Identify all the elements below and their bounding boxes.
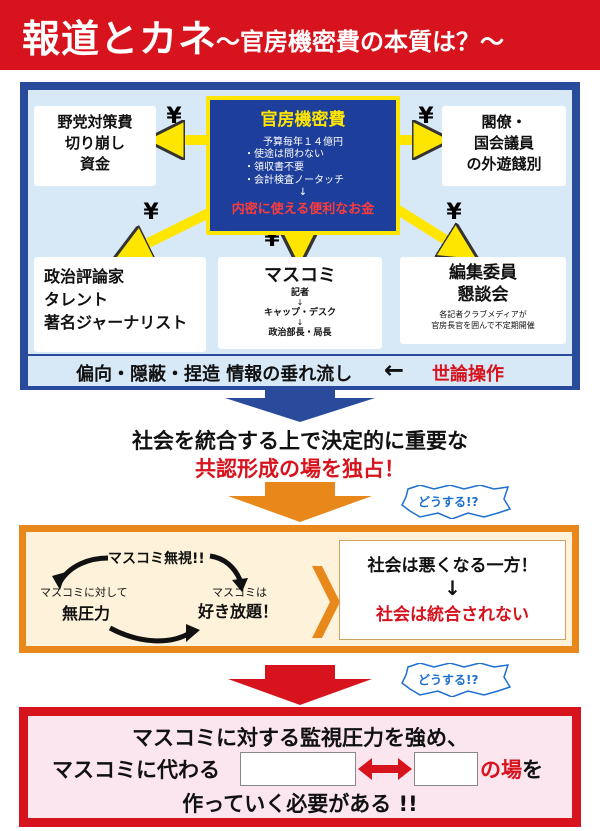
result-line2: 社会は統合されない [376, 605, 529, 625]
box-line: 編集委員 [449, 263, 517, 283]
result-line1: 社会は悪くなる一方！ [367, 556, 538, 576]
fund-highlight: 内密に使える便利なお金 [231, 202, 375, 217]
conclusion-line2a: マスコミに代わる [52, 758, 220, 782]
box-line: 記者 [290, 288, 309, 298]
box-line: 野党対策費 [57, 113, 133, 131]
fund-point: ・会計検査ノータッチ [244, 175, 344, 186]
commentator-box: 政治評論家 タレント 著名ジャーナリスト [34, 257, 206, 352]
cycle-arrows [52, 553, 340, 644]
page-subtitle: 〜官房機密費の本質は？〜 [216, 28, 504, 56]
down-arrow-blue [225, 386, 375, 422]
box-line: 著名ジャーナリスト [44, 313, 188, 332]
mass-media-box: マスコミ 記者 ↓ キャップ・デスク ↓ 政治部長・局長 [218, 257, 382, 349]
public-opinion-text: 世論操作 [432, 364, 504, 385]
no-pressure-label: 無圧力 [62, 604, 111, 623]
conclusion-line3: 作っていく必要がある !! [182, 792, 418, 816]
box-line: 切り崩し [64, 134, 125, 152]
down-arrow-icon: ↓ [444, 576, 461, 600]
opposition-fund-box: 野党対策費 切り崩し 資金 [34, 106, 156, 186]
box-line: キャップ・デスク [263, 308, 336, 318]
header-banner [0, 0, 600, 70]
arrow-to-bottom-left [130, 205, 218, 252]
box-line: 懇談会 [457, 285, 509, 305]
box-note: 各記者クラブメディアが [439, 310, 527, 319]
mass-media-title: マスコミ [264, 265, 336, 286]
yen-icon: ¥ [418, 104, 434, 129]
bubble-text: どうする!? [418, 673, 479, 687]
fund-point: ・使途は問わない [244, 149, 324, 160]
bias-text: 偏向・隠蔽・捏造 情報の垂れ流し [76, 364, 353, 385]
bubble-text: どうする!? [418, 495, 479, 509]
secret-fund-title: 官房機密費 [260, 110, 346, 130]
speech-bubble [401, 485, 512, 519]
media-ignored-text: マスコミ無視!! [108, 551, 205, 567]
conclusion-line2b: の場を [480, 758, 543, 782]
box-line: 政治部長・局長 [268, 328, 332, 338]
blank-box-2 [414, 752, 478, 786]
down-arrow-orange [228, 482, 372, 522]
monopoly-statement: 社会を統合する上で決定的に重要な [132, 429, 468, 453]
box-line: の外遊餞別 [466, 155, 542, 173]
box-line: 政治評論家 [44, 267, 125, 286]
panel-bottom-band [28, 356, 572, 386]
conclusion-line1: マスコミに対する監視圧力を強め、 [132, 726, 468, 750]
left-arrow-icon: ← [384, 356, 405, 384]
monopoly-highlight: 共認形成の場を独占！ [195, 457, 405, 481]
box-line: 資金 [79, 155, 110, 173]
yen-icon: ¥ [446, 200, 462, 225]
fund-budget: 予算毎年１４億円 [263, 137, 343, 148]
box-line: 国会議員 [473, 134, 534, 152]
down-arrow-red [228, 665, 372, 705]
yen-icon: ¥ [143, 200, 159, 225]
box-line: タレント [44, 290, 109, 309]
box-line: 閣僚・ [481, 113, 527, 131]
yen-icon: ¥ [166, 104, 182, 129]
page-title: 報道とカネ [22, 17, 218, 61]
box-note: 官房長官を囲んで不定期開催 [431, 321, 535, 330]
no-pressure-text: マスコミに対して [40, 586, 128, 599]
editorial-board-box: 編集委員 懇談会 各記者クラブメディアが 官房長官を囲んで不定期開催 [400, 257, 566, 344]
result-box: 社会は悪くなる一方！ ↓ 社会は統合されない [339, 540, 566, 640]
double-arrow-icon [358, 758, 412, 780]
arrow-to-bottom-right [387, 200, 462, 250]
blank-box-1 [240, 752, 356, 786]
secret-fund-box: 官房機密費 予算毎年１４億円 ・使途は問わない ・領収書不要 ・会計検査ノータッ… [206, 96, 400, 235]
media-free-label: 好き放題！ [198, 602, 279, 621]
speech-bubble [401, 663, 512, 697]
fund-point: ・領収書不要 [244, 162, 304, 173]
travel-gift-box: 閣僚・ 国会議員 の外遊餞別 [442, 106, 566, 186]
down-arrow-icon: ↓ [298, 187, 308, 198]
media-free-text: マスコミは [212, 586, 267, 599]
